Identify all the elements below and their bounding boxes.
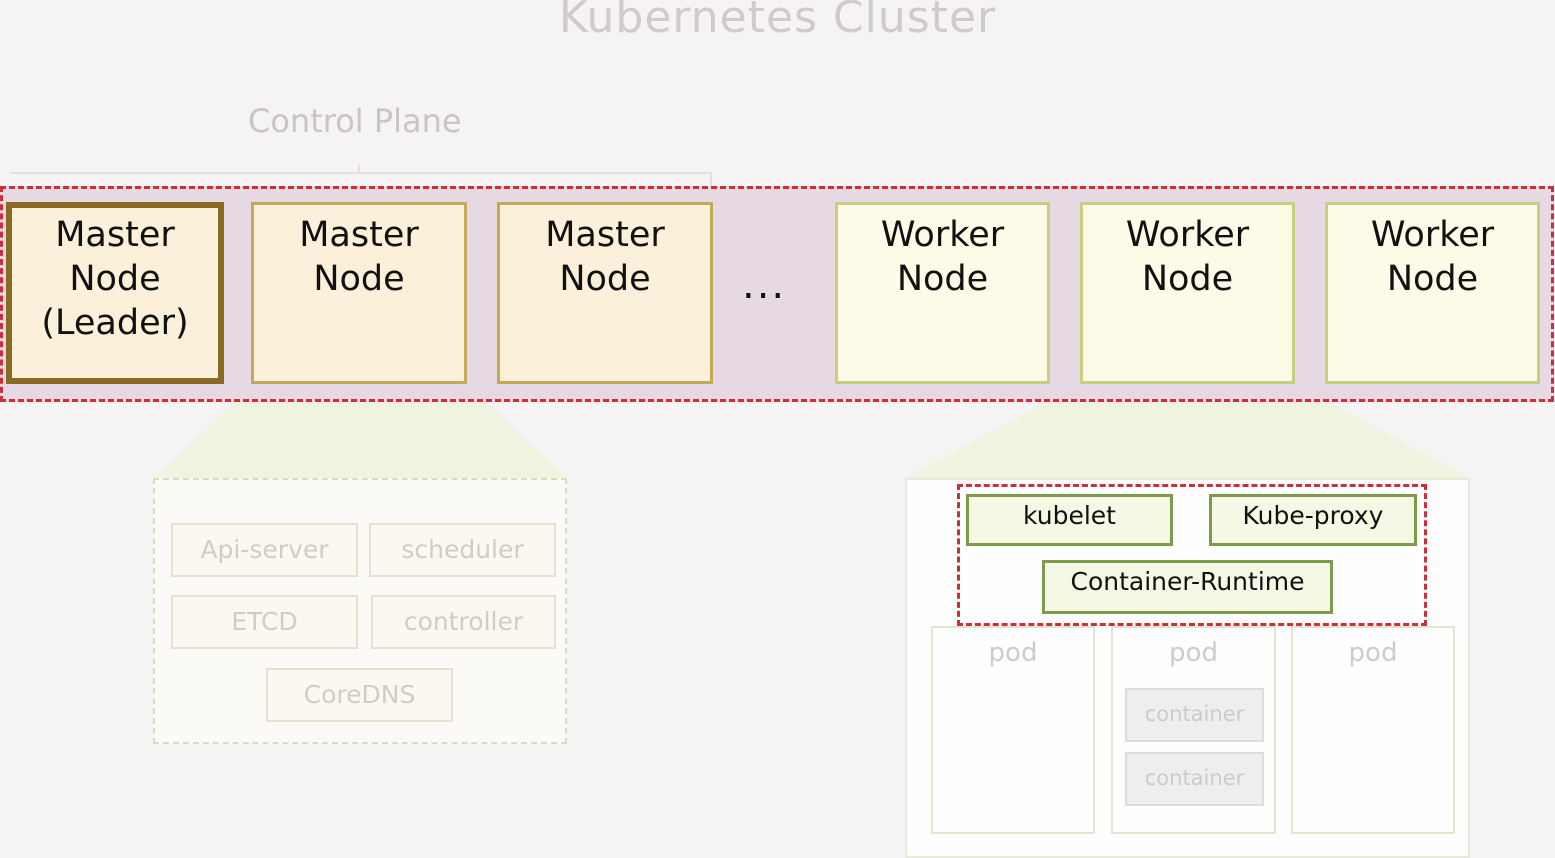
master-expansion-wedge — [153, 384, 567, 478]
pod-1: pod — [931, 626, 1095, 834]
master-node-3[interactable]: Master Node — [497, 202, 713, 384]
control-plane-bracket — [10, 172, 712, 186]
node-label-line: Master — [55, 215, 175, 255]
worker-node-2[interactable]: Worker Node — [1080, 202, 1295, 384]
scheduler-box: scheduler — [369, 523, 556, 577]
container-box-2: container — [1125, 752, 1264, 806]
node-label-line: Node — [69, 259, 161, 299]
worker-node-1[interactable]: Worker Node — [835, 202, 1050, 384]
pod-3: pod — [1291, 626, 1455, 834]
node-label-line: Node — [559, 259, 651, 299]
pod-label: pod — [1169, 638, 1218, 668]
api-server-box: Api-server — [171, 523, 358, 577]
kube-proxy-box: Kube-proxy — [1209, 494, 1417, 546]
node-label-line: Node — [1386, 259, 1479, 299]
node-label-line: Node — [1141, 259, 1234, 299]
ellipsis: ... — [742, 262, 787, 308]
master-node-2[interactable]: Master Node — [251, 202, 467, 384]
kubelet-box: kubelet — [966, 494, 1173, 546]
worker-node-3[interactable]: Worker Node — [1325, 202, 1540, 384]
node-label-line: Node — [313, 259, 405, 299]
pod-label: pod — [1348, 638, 1398, 668]
control-plane-bracket-tick — [358, 164, 360, 174]
diagram-title: Kubernetes Cluster — [558, 0, 997, 43]
node-label-line: Worker — [1125, 215, 1250, 255]
node-label-line: Worker — [880, 215, 1005, 255]
node-label-line: Master — [545, 215, 665, 255]
node-label-line: Master — [299, 215, 419, 255]
coredns-box: CoreDNS — [266, 668, 453, 722]
container-box-1: container — [1125, 688, 1264, 742]
master-node-leader[interactable]: Master Node (Leader) — [6, 202, 224, 384]
node-label-line: (Leader) — [41, 303, 189, 343]
node-label-line: Node — [896, 259, 989, 299]
worker-expansion-wedge — [905, 384, 1470, 478]
controller-box: controller — [371, 595, 556, 649]
pod-label: pod — [988, 638, 1038, 668]
node-agents-group — [957, 484, 1427, 626]
node-label-line: Worker — [1370, 215, 1495, 255]
etcd-box: ETCD — [171, 595, 358, 649]
container-runtime-box: Container-Runtime — [1042, 560, 1333, 614]
control-plane-label: Control Plane — [248, 102, 462, 140]
